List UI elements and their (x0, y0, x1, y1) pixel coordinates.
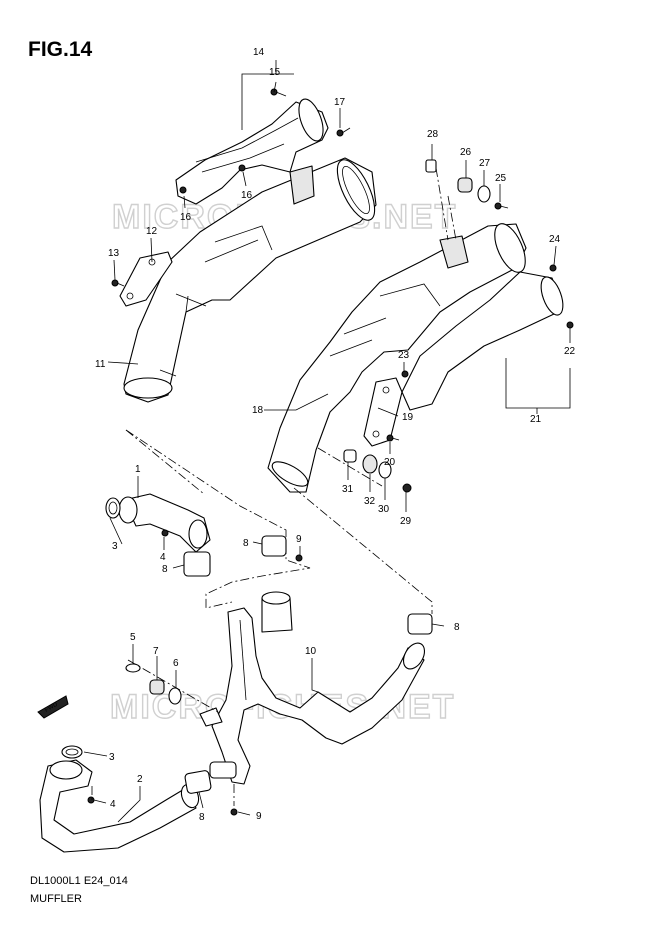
callout-8: 8 (199, 812, 205, 823)
collar-31[interactable] (343, 449, 357, 463)
callout-16: 16 (180, 212, 192, 223)
bolt-24[interactable] (549, 264, 557, 272)
callout-5: 5 (130, 632, 136, 643)
callout-21: 21 (530, 414, 542, 425)
part-18-right-muffler[interactable] (267, 219, 532, 493)
bolt-25[interactable] (494, 202, 509, 210)
figure-title: FIG.14 (28, 38, 93, 61)
part-14-heat-shield[interactable] (175, 96, 329, 205)
callout-18: 18 (252, 405, 264, 416)
gasket-3[interactable] (105, 497, 121, 519)
callout-10: 10 (305, 646, 317, 657)
part-7-grommet[interactable] (149, 679, 165, 695)
part-6-collar[interactable] (168, 687, 182, 705)
callout-27: 27 (479, 158, 491, 169)
part-2-front-pipe[interactable] (39, 759, 202, 853)
callout-13: 13 (108, 248, 120, 259)
callout-11: 11 (95, 359, 106, 370)
bolt-4[interactable] (161, 529, 169, 537)
figure-code: DL1000L1 E24_014 (30, 875, 128, 887)
callout-26: 26 (460, 147, 472, 158)
callout-2: 2 (137, 774, 143, 785)
sleeve-8a[interactable] (261, 535, 287, 557)
washer-32[interactable] (362, 454, 378, 474)
figure-name: MUFFLER (30, 893, 82, 905)
callout-32: 32 (364, 496, 376, 507)
bolt-22[interactable] (566, 321, 574, 329)
bolt-9a[interactable] (295, 554, 303, 562)
bolt-4b[interactable] (87, 796, 95, 804)
callout-12: 12 (146, 226, 158, 237)
sleeve-8c[interactable] (407, 613, 433, 635)
callout-14: 14 (253, 47, 265, 58)
callout-25: 25 (495, 173, 507, 184)
callout-6: 6 (173, 658, 179, 669)
part-11-left-muffler[interactable] (123, 155, 382, 403)
callout-22: 22 (564, 346, 576, 357)
callout-9: 9 (256, 811, 262, 822)
clamp-9b[interactable] (209, 761, 238, 816)
callout-1: 1 (135, 464, 141, 475)
part-21-heat-shield[interactable] (401, 271, 567, 411)
bolt-28[interactable] (425, 159, 437, 173)
callout-3: 3 (109, 752, 115, 763)
callout-20: 20 (384, 457, 396, 468)
callout-31: 31 (342, 484, 354, 495)
callout-8: 8 (162, 564, 168, 575)
bolt-13[interactable] (111, 279, 125, 287)
bolt-23[interactable] (401, 370, 409, 378)
callout-30: 30 (378, 504, 390, 515)
part-12-bracket[interactable] (119, 251, 173, 307)
callout-28: 28 (427, 129, 439, 140)
sleeve-8d[interactable] (184, 770, 212, 794)
callout-4: 4 (110, 799, 116, 810)
gasket-3b[interactable] (61, 745, 83, 759)
part-5-washer[interactable] (125, 663, 141, 673)
callout-3: 3 (112, 541, 118, 552)
callout-23: 23 (398, 350, 410, 361)
callout-8: 8 (454, 622, 460, 633)
callout-15: 15 (269, 67, 281, 78)
callout-4: 4 (160, 552, 166, 563)
callout-17: 17 (334, 97, 346, 108)
washer-27[interactable] (477, 185, 491, 203)
callout-8: 8 (243, 538, 249, 549)
bolt-29[interactable] (402, 483, 412, 493)
bolt-17[interactable] (336, 127, 351, 137)
washer-26[interactable] (457, 177, 473, 193)
callout-16: 16 (241, 190, 253, 201)
callout-9: 9 (296, 534, 302, 545)
callout-24: 24 (549, 234, 561, 245)
fwd-arrow-icon: FWD (37, 695, 69, 719)
callout-7: 7 (153, 646, 159, 657)
sleeve-8b[interactable] (183, 551, 211, 577)
callout-29: 29 (400, 516, 412, 527)
bolt-15[interactable] (270, 88, 287, 97)
bolt-20[interactable] (386, 434, 400, 442)
part-19-bracket[interactable] (363, 377, 403, 447)
callout-19: 19 (402, 412, 414, 423)
part-1-connector-pipe[interactable] (118, 493, 211, 553)
